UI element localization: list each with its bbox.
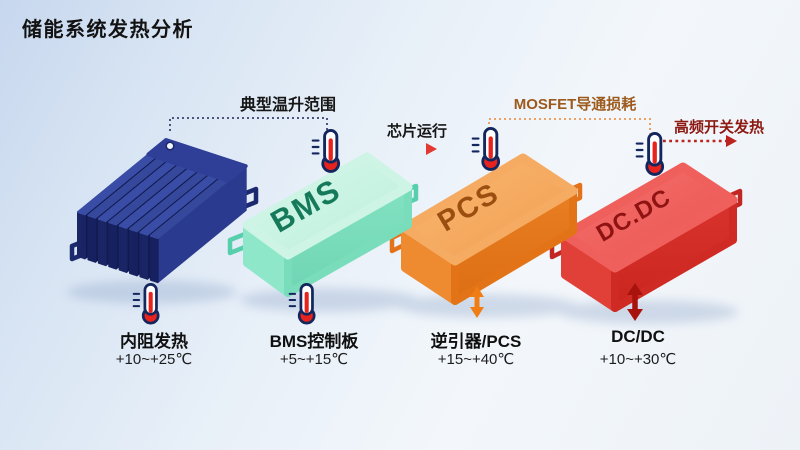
thermometer-icon [635,132,665,176]
annotation-chip-running: 芯片运行 [386,123,448,140]
dcdc-temp-rise: +10~+30℃ [599,351,677,368]
page-title: 储能系统发热分析 [22,19,194,41]
battery-top-plate [146,138,248,183]
thermometer-icon [471,127,501,171]
battery-block [69,138,259,284]
right-arrow-icon [356,143,437,155]
bms-name: BMS控制板 [269,332,359,351]
dcdc-block [549,162,743,312]
battery-temp-rise: +10~+25℃ [115,351,193,368]
battery-mount-hole [165,141,175,151]
dashed-right-arrow-icon [663,135,737,147]
thermometer-icon [311,129,341,173]
annotation-hf-switching: 高频开关发热 [673,119,765,136]
pcs-temp-rise: +15~+40℃ [437,351,515,368]
bms-block [227,152,419,297]
double-vertical-arrow-icon [470,286,484,318]
bms-temp-rise: +5~+15℃ [279,351,349,368]
annotation-typical-range: 典型温升范围 [239,97,337,114]
annotation-mosfet-loss: MOSFET导通损耗 [513,96,637,113]
pcs-block [389,153,583,305]
dcdc-name: DC/DC [611,327,665,346]
typical-range-bracket [169,117,328,131]
mosfet-loss-bracket [488,118,651,134]
battery-name: 内阻发热 [120,332,188,351]
pcs-name: 逆引器/PCS [430,332,522,351]
double-vertical-arrow-icon [627,283,643,321]
